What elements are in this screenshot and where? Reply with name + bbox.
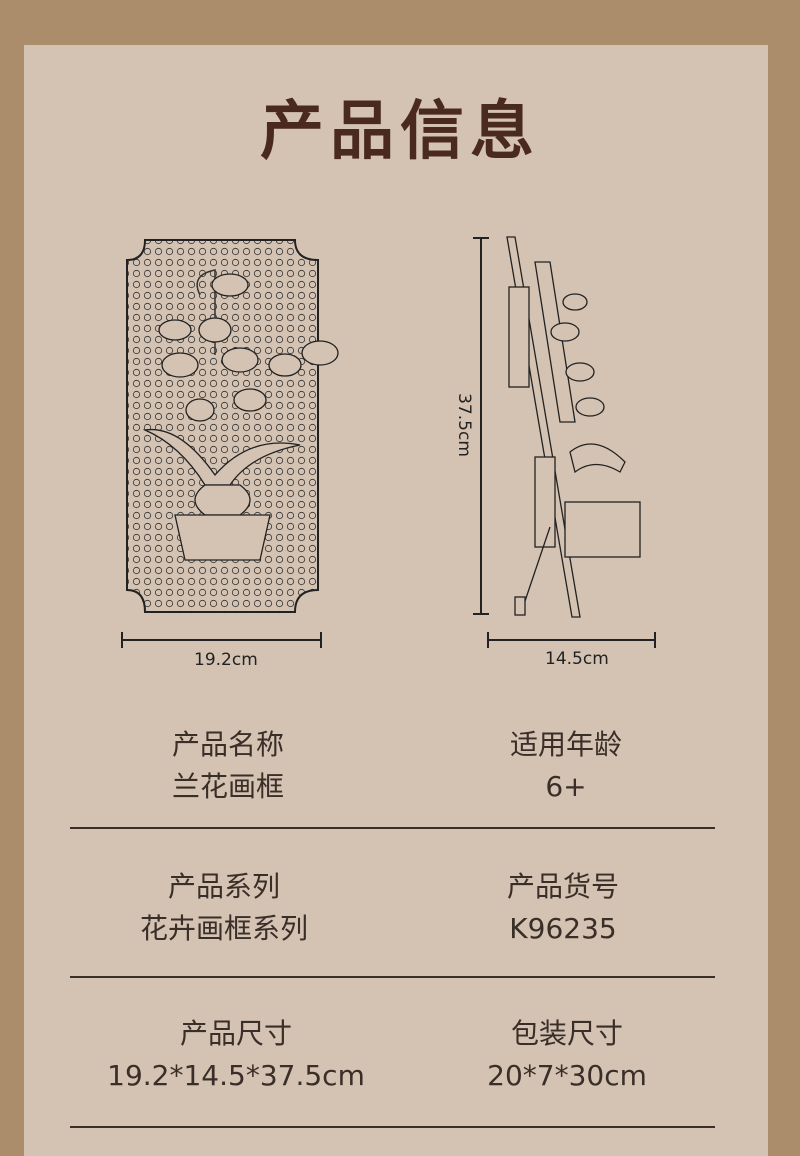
- spec-value: 20*7*30cm: [487, 1059, 647, 1092]
- spec-value: K96235: [509, 912, 617, 945]
- height-tick-top: [473, 237, 489, 239]
- spec-value: 6+: [545, 770, 587, 803]
- spec-value: 19.2*14.5*37.5cm: [107, 1059, 365, 1092]
- depth-tick-left: [487, 632, 489, 648]
- height-dimension-line: [480, 238, 482, 614]
- spec-label: 产品系列: [167, 870, 280, 903]
- depth-dimension-line: [488, 639, 655, 641]
- spec-value: 花卉画框系列: [139, 912, 308, 945]
- width-dimension-line: [122, 639, 321, 641]
- spec-item-number: 产品货号 K96235: [413, 867, 713, 951]
- spec-product-size: 产品尺寸 19.2*14.5*37.5cm: [86, 1014, 386, 1098]
- height-label: 37.5cm: [453, 393, 474, 457]
- spec-series: 产品系列 花卉画框系列: [74, 867, 374, 951]
- width-tick-right: [320, 632, 322, 648]
- divider: [70, 976, 715, 978]
- spec-label: 适用年龄: [509, 728, 622, 761]
- depth-tick-right: [654, 632, 656, 648]
- divider: [70, 827, 715, 829]
- width-label: 19.2cm: [194, 650, 258, 670]
- spec-label: 产品名称: [171, 728, 284, 761]
- height-tick-bottom: [473, 613, 489, 615]
- spec-label: 包装尺寸: [510, 1017, 623, 1050]
- width-tick-left: [121, 632, 123, 648]
- depth-label: 14.5cm: [545, 649, 609, 669]
- spec-value: 兰花画框: [171, 770, 284, 803]
- spec-product-name: 产品名称 兰花画框: [78, 725, 378, 809]
- spec-label: 产品尺寸: [179, 1017, 292, 1050]
- spec-label: 产品货号: [506, 870, 619, 903]
- front-view-drawing: [126, 239, 339, 613]
- spec-package-size: 包装尺寸 20*7*30cm: [417, 1014, 717, 1098]
- side-view-drawing: [506, 236, 641, 618]
- divider: [70, 1126, 715, 1128]
- spec-age: 适用年龄 6+: [416, 725, 716, 809]
- page-title: 产品信息: [260, 95, 540, 169]
